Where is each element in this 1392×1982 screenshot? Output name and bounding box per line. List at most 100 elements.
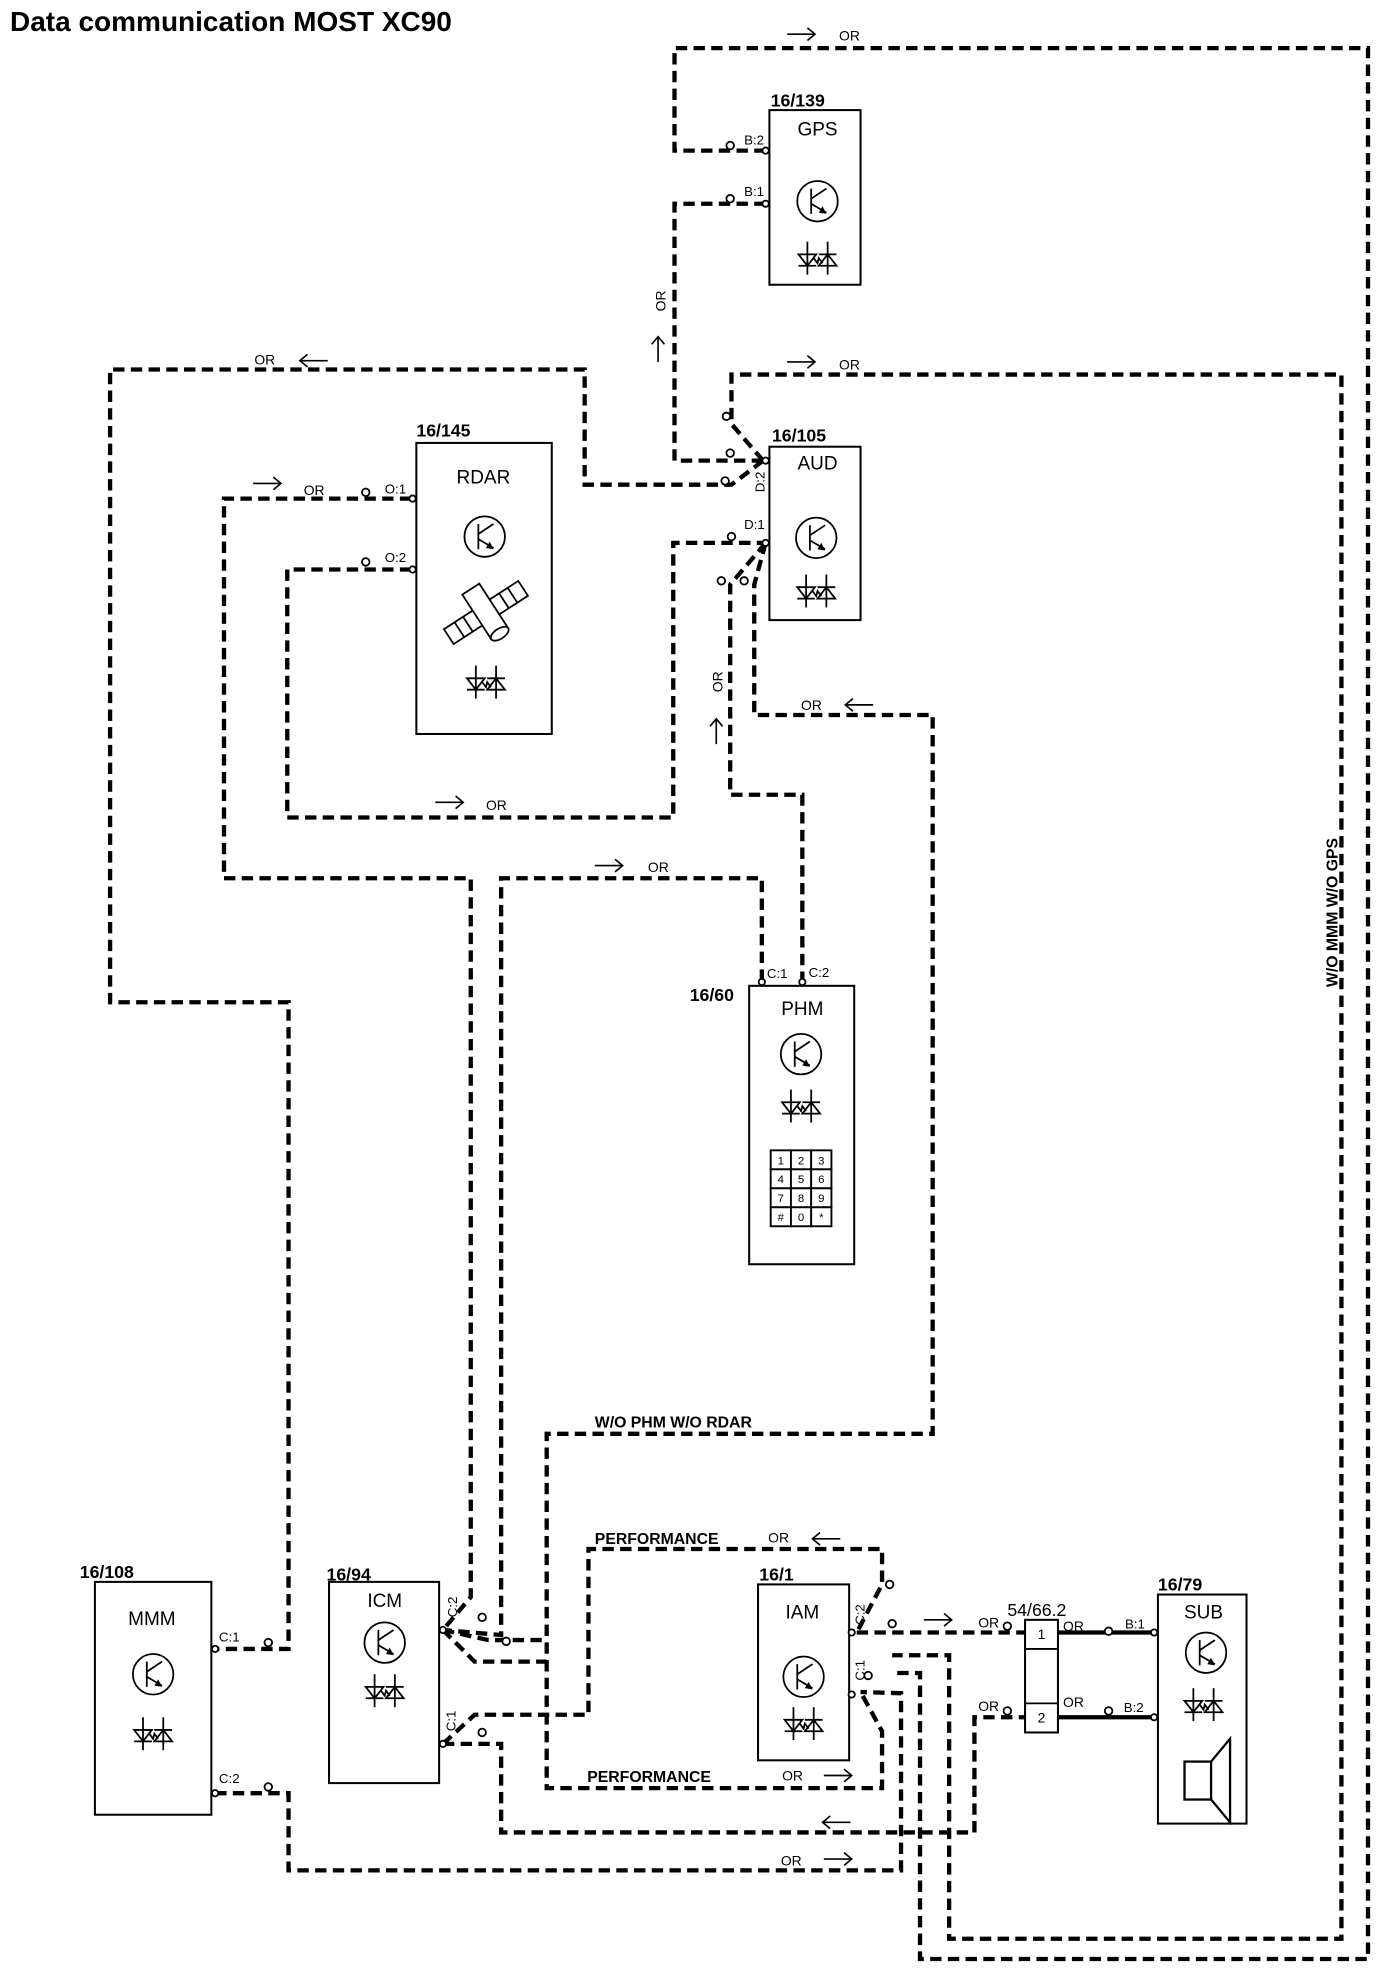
pin-label: C:2: [445, 1597, 460, 1618]
pin-b2[interactable]: [1150, 1713, 1159, 1722]
pin-label: B:2: [1124, 1700, 1144, 1715]
pin-c1[interactable]: [757, 977, 766, 987]
wire-color-label: OR: [710, 671, 726, 692]
wire-color-label: OR: [801, 697, 822, 713]
pin-b2[interactable]: [761, 146, 770, 155]
module-code: 16/79: [1158, 1575, 1202, 1595]
pin-c2[interactable]: [438, 1625, 447, 1635]
pin-d2[interactable]: [761, 456, 770, 465]
pin-c1[interactable]: [847, 1690, 856, 1699]
pin-b1[interactable]: [761, 199, 770, 208]
splice-point: [720, 476, 730, 486]
module-name: ICM: [367, 1591, 402, 1612]
satellite-icon: [442, 579, 530, 646]
wire-color-label: OR: [839, 27, 860, 43]
wire-color-label: OR: [1063, 1694, 1084, 1710]
wire-gps-b1-aud: [672, 201, 766, 463]
splice-point: [1002, 1621, 1013, 1631]
module-code: 16/139: [771, 90, 825, 110]
splice-point: [725, 140, 735, 151]
pin-c2[interactable]: [798, 977, 807, 987]
module-code: 16/145: [416, 421, 470, 441]
wire-color-label: OR: [304, 482, 325, 498]
arrow-right-icon: [593, 858, 624, 873]
wire-aud-wo-gps: [729, 372, 1344, 1941]
pin-label: O:1: [385, 482, 406, 497]
arrow-up-icon: [650, 335, 666, 363]
arrow-right-icon: [922, 1612, 953, 1627]
pin-label: C:1: [219, 1629, 240, 1644]
arrow-left-icon: [821, 1815, 852, 1830]
connector-54-66-2[interactable]: 54/66.2 1 2: [1007, 1600, 1066, 1734]
module-gps[interactable]: 16/139 GPS B:2 B:1: [744, 90, 862, 286]
wire-icm-performance: [441, 1628, 547, 1664]
pin-label: C:1: [444, 1711, 459, 1732]
keypad-key-label: 8: [798, 1193, 804, 1205]
pin-label: D:1: [744, 517, 765, 532]
module-name: MMM: [128, 1609, 175, 1630]
wire-color-label: OR: [978, 1614, 999, 1630]
arrow-right-icon: [786, 354, 816, 370]
pin-o1[interactable]: [408, 494, 417, 503]
connector-pin: 2: [1038, 1709, 1046, 1725]
pin-label: C:2: [219, 1771, 240, 1786]
keypad-key-label: 9: [818, 1193, 824, 1205]
wire-color-label: OR: [768, 1530, 789, 1546]
wire-rdar-o2-aud: [285, 540, 766, 820]
splice-point: [477, 1727, 487, 1738]
wires: [107, 45, 1371, 1962]
pin-c1[interactable]: [438, 1739, 447, 1748]
connector-pin: 1: [1038, 1626, 1046, 1642]
arrow-left-icon: [844, 697, 875, 713]
pin-label: B:1: [1125, 1617, 1145, 1632]
wire-icm-c1-iam: [441, 1546, 885, 1746]
splice-point: [501, 1636, 511, 1647]
keypad-key: [810, 1206, 833, 1228]
module-rdar[interactable]: 16/145 RDAR O:1 O:2: [385, 421, 553, 736]
pin-label: B:1: [744, 184, 764, 199]
module-name: AUD: [797, 454, 837, 475]
pin-o2[interactable]: [408, 565, 417, 574]
keypad-key-label: #: [778, 1212, 785, 1224]
wire-color-label: OR: [781, 1852, 802, 1868]
splice-point: [263, 1782, 273, 1792]
wire-aud-phm: [728, 541, 805, 981]
module-sub[interactable]: 16/79 SUB B:1 B:2: [1124, 1575, 1248, 1826]
pin-c2[interactable]: [847, 1628, 856, 1637]
splice-point: [263, 1637, 273, 1648]
arrow-right-icon: [434, 795, 464, 810]
module-aud[interactable]: 16/105 AUD D:2 D:1: [744, 426, 862, 622]
arrow-right-icon: [786, 27, 816, 42]
module-code: 16/94: [326, 1565, 370, 1585]
splice-point: [887, 1618, 897, 1629]
pin-label: D:2: [752, 472, 767, 493]
wire-color-label: OR: [782, 1768, 803, 1784]
module-iam[interactable]: 16/1 IAM C:2 C:1: [757, 1565, 867, 1762]
module-icm[interactable]: 16/94 ICM C:2 C:1: [326, 1565, 460, 1785]
splice-point: [1103, 1626, 1114, 1636]
keypad-key-label: 2: [798, 1155, 804, 1167]
wire-aud-mmm: [107, 367, 765, 1652]
keypad-key-label: 1: [778, 1155, 784, 1167]
keypad-key-label: 6: [818, 1174, 824, 1186]
splice-point: [884, 1579, 895, 1590]
module-mmm[interactable]: 16/108 MMM C:1 C:2: [80, 1562, 240, 1816]
speaker-icon: [1183, 1735, 1232, 1826]
pin-b1[interactable]: [1150, 1628, 1159, 1637]
note-wo-phm-wo-rdar: W/O PHM W/O RDAR: [595, 1414, 753, 1431]
arrow-left-icon: [811, 1531, 842, 1546]
splice-point: [361, 557, 371, 567]
splice-point: [726, 531, 737, 542]
splice-point: [361, 487, 371, 497]
page-title: Data communication MOST XC90: [10, 6, 452, 37]
wire-labels: OR OR OR OR OR OR OR OR OR W/O PHM W/O R…: [252, 27, 1342, 1868]
arrow-left-icon: [299, 353, 329, 368]
pin-d1[interactable]: [761, 538, 770, 547]
arrow-right-icon: [823, 1851, 853, 1867]
pin-c2[interactable]: [211, 1789, 220, 1798]
pin-c1[interactable]: [211, 1644, 220, 1653]
wire-color-label: OR: [839, 357, 860, 373]
